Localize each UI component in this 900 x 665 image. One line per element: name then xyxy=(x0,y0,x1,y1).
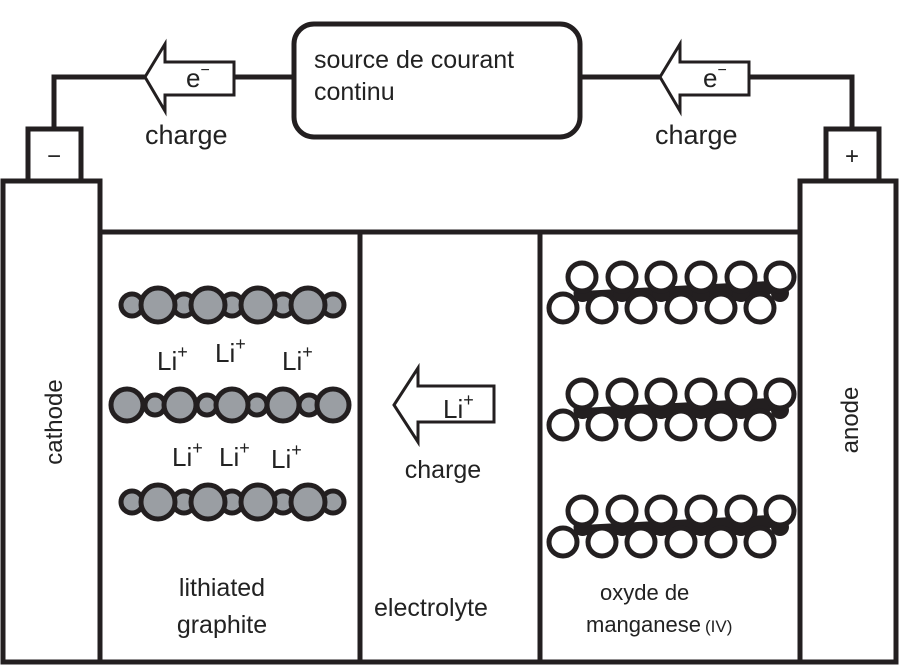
carbon-atom xyxy=(188,482,228,522)
oxygen-atom xyxy=(585,291,619,325)
oxygen-atom xyxy=(684,260,718,294)
carbon-atom xyxy=(138,285,178,325)
plus-sign: + xyxy=(845,143,859,170)
oxygen-atom xyxy=(546,408,580,442)
oxygen-atom xyxy=(763,494,797,528)
oxide-label-line2: manganese(IV) xyxy=(586,612,732,637)
electron-arrow-right: e− charge xyxy=(655,38,751,150)
li-ion: Li+ xyxy=(282,342,313,376)
li-ion-arrow: Li+ charge xyxy=(392,362,496,484)
dc-source-box xyxy=(291,21,583,140)
manganese-oxide-layers xyxy=(546,260,797,559)
charge-caption-left: charge xyxy=(145,120,228,150)
negative-terminal: − xyxy=(25,126,84,184)
carbon-atom xyxy=(264,386,302,424)
li-ion: Li+ xyxy=(271,440,302,474)
oxygen-atom xyxy=(624,525,658,559)
carbon-atom xyxy=(238,285,278,325)
anode-plate: anode xyxy=(797,178,899,665)
li-ion: Li+ xyxy=(172,438,203,472)
wire-left xyxy=(51,74,145,128)
oxygen-atom xyxy=(704,408,738,442)
oxygen-atom xyxy=(704,525,738,559)
oxygen-atom xyxy=(763,377,797,411)
oxygen-atom xyxy=(565,377,599,411)
oxygen-atom xyxy=(565,260,599,294)
graphite-layers xyxy=(108,285,352,522)
arrow-left-icon xyxy=(143,38,236,117)
li-ion: Li+ xyxy=(157,342,188,376)
oxygen-atom xyxy=(684,377,718,411)
electron-arrow-left: e− charge xyxy=(143,38,236,150)
carbon-atom xyxy=(188,285,228,325)
cathode-label: cathode xyxy=(41,379,68,464)
carbon-atom xyxy=(108,386,146,424)
oxygen-atom xyxy=(743,408,777,442)
cathode-plate: cathode xyxy=(0,178,103,665)
oxygen-atom xyxy=(743,525,777,559)
oxygen-atom xyxy=(546,525,580,559)
carbon-atom xyxy=(314,386,352,424)
graphite-ions: Li+ Li+ Li+ Li+ Li+ Li+ xyxy=(157,334,313,474)
charge-caption-electrolyte: charge xyxy=(405,456,481,484)
oxygen-atom xyxy=(644,494,678,528)
carbon-atom xyxy=(138,482,178,522)
oxygen-atom xyxy=(644,260,678,294)
oxygen-atom xyxy=(704,291,738,325)
electron-label-left: e− xyxy=(186,62,210,93)
carbon-atom xyxy=(288,285,328,325)
li-ion: Li+ xyxy=(215,334,246,368)
graphite-label-line1: lithiated xyxy=(179,574,265,602)
oxygen-atom xyxy=(605,377,639,411)
oxygen-atom xyxy=(605,260,639,294)
oxygen-atom xyxy=(684,494,718,528)
dc-source-line2: continu xyxy=(314,78,395,106)
oxygen-atom xyxy=(644,377,678,411)
carbon-atom xyxy=(238,482,278,522)
oxygen-atom xyxy=(664,408,698,442)
oxygen-atom xyxy=(664,291,698,325)
graphite-label-line2: graphite xyxy=(177,611,267,639)
oxygen-atom xyxy=(585,525,619,559)
oxygen-atom xyxy=(585,408,619,442)
charge-caption-right: charge xyxy=(655,120,738,150)
oxygen-atom xyxy=(565,494,599,528)
arrow-left-icon xyxy=(392,362,496,448)
carbon-atom xyxy=(161,386,199,424)
oxygen-atom xyxy=(743,291,777,325)
oxygen-atom xyxy=(605,494,639,528)
carbon-atom xyxy=(288,482,328,522)
li-ion: Li+ xyxy=(219,438,250,472)
li-ion-arrow-label: Li+ xyxy=(443,390,474,424)
wire-right xyxy=(749,74,855,128)
minus-sign: − xyxy=(47,143,61,170)
anode-label: anode xyxy=(837,387,864,454)
circuit-wires xyxy=(51,74,855,128)
oxygen-atom xyxy=(624,291,658,325)
positive-terminal: + xyxy=(823,126,882,184)
arrow-left-icon xyxy=(658,38,751,117)
oxygen-atom xyxy=(763,260,797,294)
dc-source-line1: source de courant xyxy=(314,46,514,74)
dc-source: source de courant continu xyxy=(291,21,583,140)
oxygen-atom xyxy=(724,494,758,528)
carbon-atom xyxy=(213,386,251,424)
electron-label-right: e− xyxy=(703,62,727,93)
oxygen-atom xyxy=(546,291,580,325)
oxygen-atom xyxy=(724,377,758,411)
oxygen-atom xyxy=(664,525,698,559)
oxygen-atom xyxy=(624,408,658,442)
electrolyte-label: electrolyte xyxy=(374,594,488,622)
oxide-label-line1: oxyde de xyxy=(600,580,689,605)
oxygen-atom xyxy=(724,260,758,294)
